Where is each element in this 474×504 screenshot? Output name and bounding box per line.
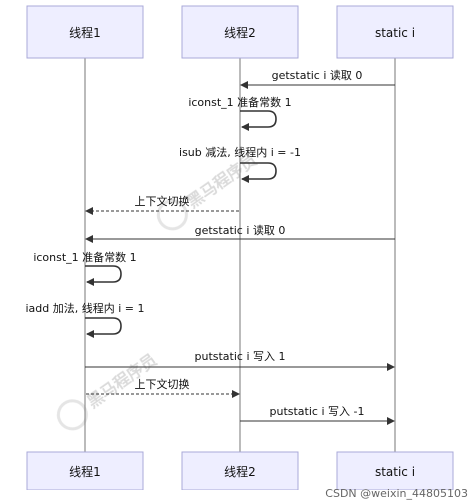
message-isub-t2: isub 减法, 线程内 i = -1 xyxy=(179,145,301,183)
message-getstatic-t1: getstatic i 读取 0 xyxy=(85,223,395,243)
participant-top-t1: 线程1 xyxy=(26,5,144,59)
self-loop-arrow xyxy=(85,317,122,338)
csdn-footer: CSDN @weixin_44805103 xyxy=(325,487,468,500)
message-label: isub 减法, 线程内 i = -1 xyxy=(179,145,301,159)
message-label: 上下文切换 xyxy=(135,377,190,391)
message-context-switch-1: 上下文切换 xyxy=(85,194,239,215)
message-label: putstatic i 写入 1 xyxy=(194,350,285,363)
message-label: iconst_1 准备常数 1 xyxy=(188,95,291,109)
watermark: 黑马程序员 黑马程序员 xyxy=(56,150,260,431)
participant-top-si: static i xyxy=(336,5,454,59)
self-loop-arrow xyxy=(85,265,122,286)
participant-label: static i xyxy=(375,26,415,40)
self-loop-arrow xyxy=(240,162,277,183)
participant-top-t2: 线程2 xyxy=(181,5,299,59)
participant-bottom-t1: 线程1 xyxy=(26,451,144,490)
message-label: putstatic i 写入 -1 xyxy=(270,405,365,418)
participant-label: 线程2 xyxy=(224,464,256,479)
message-label: iconst_1 准备常数 1 xyxy=(33,250,136,264)
message-context-switch-2: 上下文切换 xyxy=(86,377,240,398)
message-iadd-t1: iadd 加法, 线程内 i = 1 xyxy=(25,301,145,338)
message-label: iadd 加法, 线程内 i = 1 xyxy=(25,301,144,315)
participant-label: static i xyxy=(375,465,415,479)
message-label: getstatic i 读取 0 xyxy=(272,68,363,82)
message-iconst-t2: iconst_1 准备常数 1 xyxy=(188,95,292,131)
message-label: getstatic i 读取 0 xyxy=(195,223,286,237)
sequence-diagram: 黑马程序员 黑马程序员 线程1 线程2 static i getstatic i… xyxy=(25,5,454,490)
participant-label: 线程1 xyxy=(69,25,101,40)
participant-label: 线程2 xyxy=(224,25,256,40)
self-loop-arrow xyxy=(240,110,277,131)
watermark-text-1: 黑马程序员 xyxy=(184,150,260,211)
message-putstatic-t1: putstatic i 写入 1 xyxy=(85,350,395,371)
message-putstatic-t2: putstatic i 写入 -1 xyxy=(240,405,395,425)
participant-label: 线程1 xyxy=(69,464,101,479)
participant-bottom-t2: 线程2 xyxy=(181,451,299,490)
message-getstatic-t2: getstatic i 读取 0 xyxy=(240,68,395,89)
participant-bottom-si: static i xyxy=(336,451,454,490)
message-iconst-t1: iconst_1 准备常数 1 xyxy=(33,250,137,286)
message-label: 上下文切换 xyxy=(135,194,190,208)
